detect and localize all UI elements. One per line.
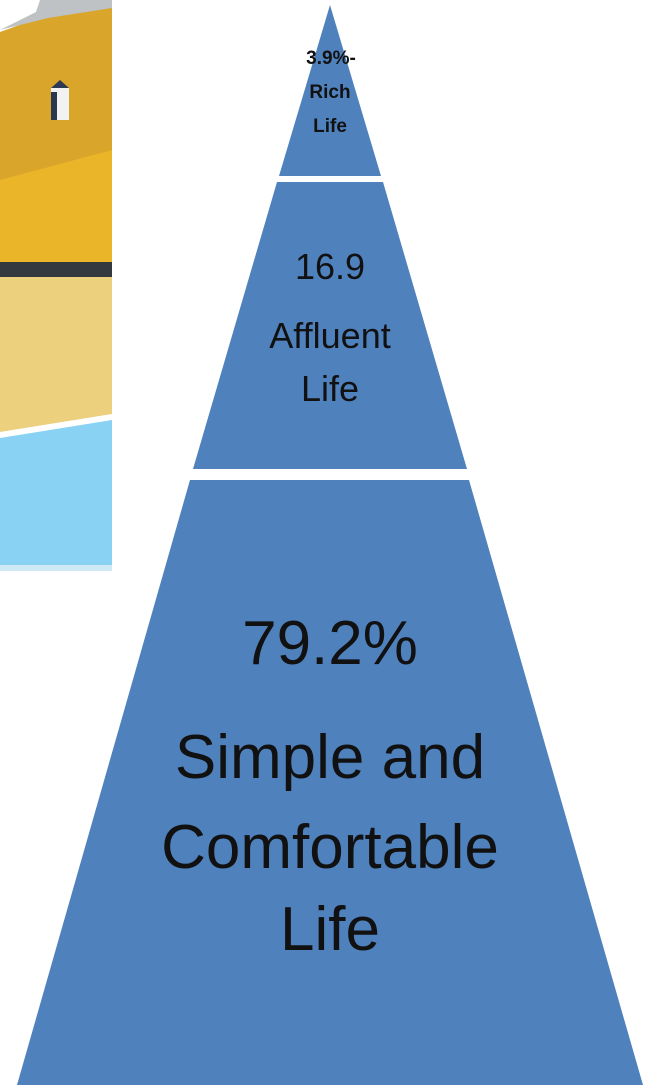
tier-simple-label-3: Life	[280, 895, 380, 964]
sand-area	[0, 277, 112, 432]
pyramid-tier-rich	[279, 5, 381, 176]
pyramid-tier-simple-comfortable	[17, 480, 643, 1085]
road-band	[0, 262, 112, 277]
tier-simple-label-2: Comfortable	[161, 813, 499, 882]
tier-simple-label-1: Simple and	[175, 723, 485, 792]
pyramid-tier-affluent	[193, 182, 467, 469]
tier-affluent-label-2: Life	[301, 368, 359, 409]
tier-rich-percent: 3.9%-	[306, 48, 356, 69]
water-area	[0, 420, 112, 565]
tier-affluent-value: 16.9	[295, 246, 365, 287]
tier-simple-percent: 79.2%	[242, 609, 418, 678]
tier-rich-label-2: Life	[313, 116, 347, 137]
tier-affluent-label-1: Affluent	[269, 315, 390, 356]
tier-rich-label-1: Rich	[309, 82, 350, 103]
coastal-house-illustration-icon	[0, 0, 112, 575]
